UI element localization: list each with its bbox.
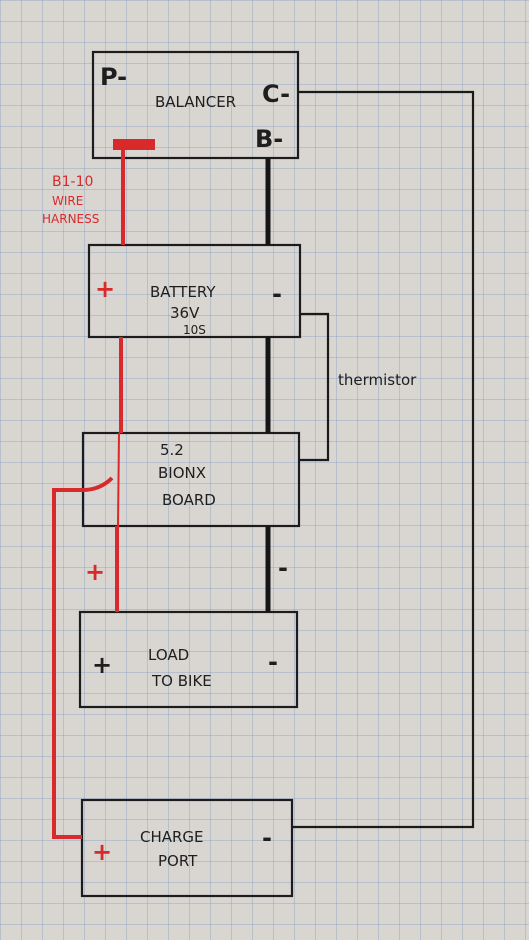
load-label-1: LOAD <box>148 646 189 664</box>
charge-label-1: CHARGE <box>140 828 204 846</box>
black-wire-charge-loop <box>292 90 475 829</box>
thermistor-label: thermistor <box>338 371 417 389</box>
thermistor-wire <box>299 312 330 462</box>
load-box <box>78 610 299 709</box>
harness-label-1: B1-10 <box>52 174 93 190</box>
balancer-b-terminal: B- <box>255 125 283 153</box>
charge-plus: + <box>92 838 112 866</box>
board-label-2: BIONX <box>158 464 206 482</box>
red-connector-bar <box>113 139 155 150</box>
balancer-label: BALANCER <box>155 93 236 111</box>
battery-label-3: 10S <box>183 323 206 337</box>
balancer-c-terminal: C- <box>262 80 290 108</box>
red-wire-board-internal <box>117 432 120 527</box>
charge-port-box <box>80 798 294 898</box>
battery-minus: - <box>272 280 282 308</box>
board-label-1: 5.2 <box>160 441 184 459</box>
board-label-3: BOARD <box>162 491 216 509</box>
battery-label-2: 36V <box>170 304 200 322</box>
charge-label-2: PORT <box>158 852 198 870</box>
load-label-2: TO BIKE <box>151 672 212 690</box>
balancer-box <box>91 50 300 160</box>
harness-label-2: WIRE <box>52 194 83 208</box>
balancer-p-terminal: P- <box>100 63 127 91</box>
charge-minus: - <box>262 824 272 852</box>
board-plus: + <box>85 558 105 586</box>
bionx-board-box <box>81 431 301 528</box>
battery-label-1: BATTERY <box>150 283 216 301</box>
battery-box <box>87 243 302 339</box>
red-wire-charge-branch <box>52 476 114 839</box>
load-minus: - <box>268 648 278 676</box>
battery-plus: + <box>95 275 115 303</box>
load-plus: + <box>92 651 112 679</box>
harness-label-3: HARNESS <box>42 212 99 226</box>
board-minus: - <box>278 554 288 582</box>
